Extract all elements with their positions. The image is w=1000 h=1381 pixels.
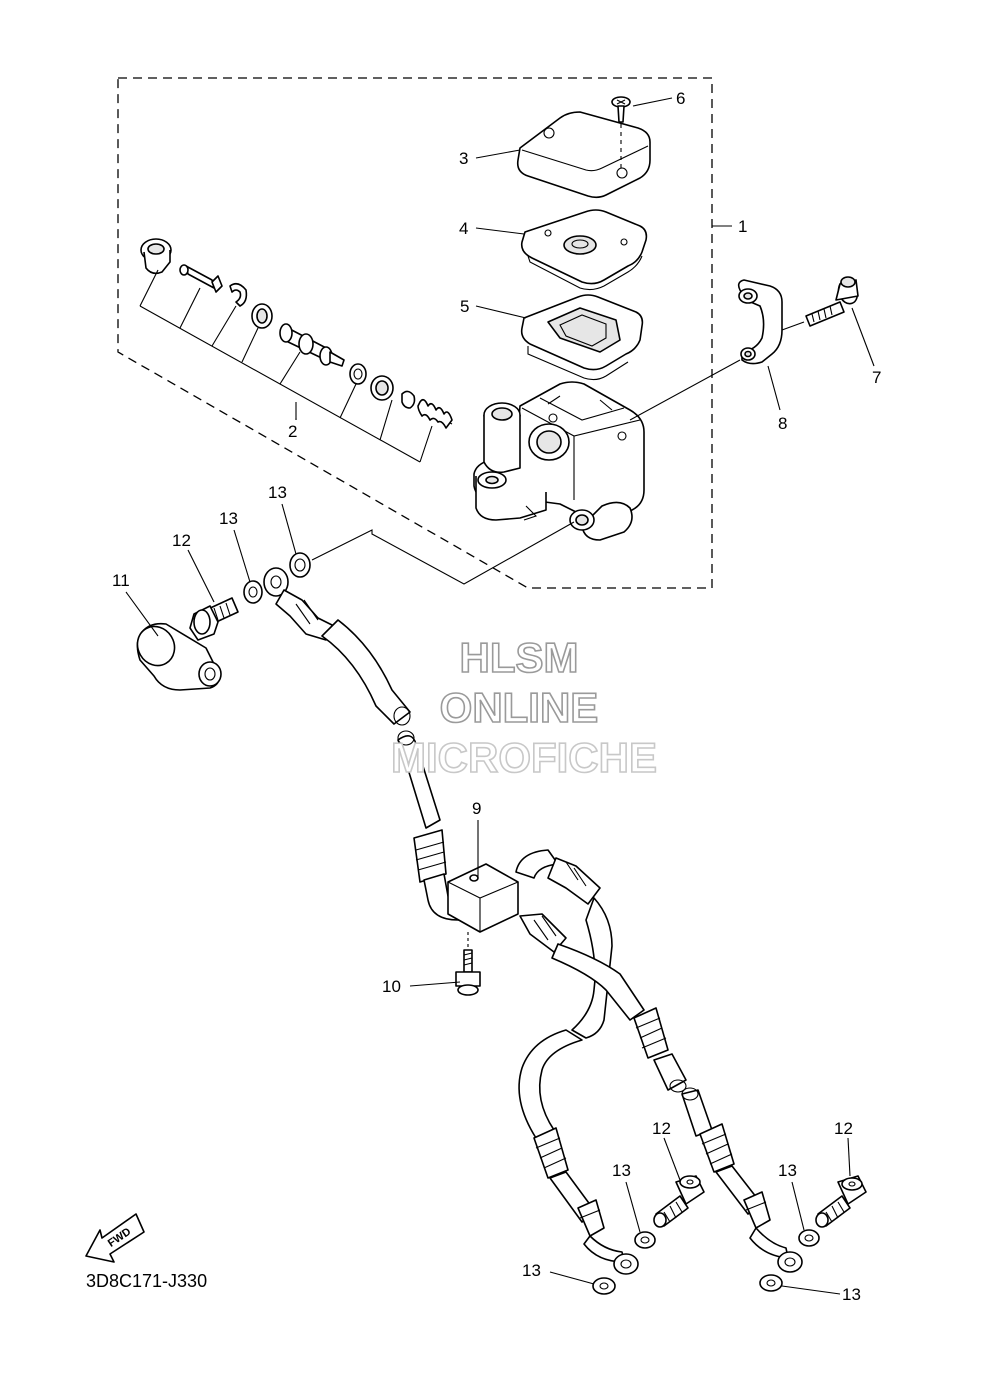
- holder-axis: [629, 321, 805, 421]
- push-rod[interactable]: [179, 264, 223, 293]
- brake-hose-joint[interactable]: [447, 863, 519, 933]
- copper-washer-lower-a[interactable]: [634, 1231, 656, 1249]
- callout-13-lower-c: 13: [778, 1161, 797, 1180]
- return-spring[interactable]: [417, 398, 453, 429]
- callout-7: 7: [872, 368, 881, 387]
- watermark-line-3: MICROFICHE: [391, 734, 657, 781]
- union-bolt-upper[interactable]: [189, 597, 239, 641]
- callout-5: 5: [460, 297, 469, 316]
- hose-upper-fitting[interactable]: [263, 567, 335, 641]
- watermark-line-2: ONLINE: [440, 684, 599, 731]
- cup-washer[interactable]: [349, 363, 367, 385]
- assembly-boundary: [117, 77, 713, 589]
- reservoir-cap[interactable]: [516, 111, 651, 199]
- callout-13-lower-d: 13: [842, 1285, 861, 1304]
- callout-12-lower-right: 12: [834, 1119, 853, 1138]
- union-bolt-lower-right[interactable]: [815, 1175, 867, 1228]
- handlebar-holder[interactable]: [737, 279, 783, 365]
- callout-3: 3: [459, 149, 468, 168]
- primary-cup[interactable]: [370, 375, 394, 401]
- callout-leaders: [125, 97, 875, 1295]
- callout-12-upper: 12: [172, 531, 191, 550]
- callout-6: 6: [676, 89, 685, 108]
- callout-13-upper-a: 13: [219, 509, 238, 528]
- hose-route-line: [311, 521, 575, 585]
- dust-boot[interactable]: [140, 238, 172, 275]
- copper-washer-lower-b[interactable]: [592, 1277, 616, 1295]
- brake-hose-right[interactable]: [515, 849, 687, 1093]
- copper-washer-upper-a[interactable]: [243, 580, 263, 604]
- fwd-arrow-icon: FWD: [85, 1213, 145, 1263]
- callout-2: 2: [288, 422, 297, 441]
- brake-hose-lower-right[interactable]: [681, 1087, 803, 1273]
- callout-11: 11: [112, 571, 130, 590]
- diaphragm[interactable]: [520, 294, 644, 381]
- kit-leaders: [139, 269, 433, 463]
- diaphragm-plate[interactable]: [520, 209, 648, 291]
- piston-seal[interactable]: [251, 303, 273, 329]
- callout-4: 4: [459, 219, 468, 238]
- callout-1: 1: [738, 217, 747, 236]
- joint-bolt[interactable]: [455, 949, 481, 996]
- holder-bolt[interactable]: [805, 276, 861, 327]
- protector-cap[interactable]: [130, 620, 222, 691]
- circlip[interactable]: [229, 282, 248, 307]
- spring-retainer[interactable]: [401, 390, 416, 409]
- callout-13-lower-a: 13: [612, 1161, 631, 1180]
- watermark-line-1: HLSM: [460, 634, 579, 681]
- diagram-code: 3D8C171-J330: [86, 1271, 207, 1291]
- piston[interactable]: [279, 323, 345, 367]
- master-cylinder-body[interactable]: [473, 381, 645, 541]
- callout-10: 10: [382, 977, 401, 996]
- callout-12-lower-left: 12: [652, 1119, 671, 1138]
- brake-hose-upper[interactable]: [321, 619, 411, 726]
- copper-washer-lower-c[interactable]: [798, 1229, 820, 1247]
- callout-13-lower-b: 13: [522, 1261, 541, 1280]
- callout-8: 8: [778, 414, 787, 433]
- union-bolt-lower-left[interactable]: [653, 1175, 705, 1228]
- copper-washer-lower-d[interactable]: [759, 1274, 783, 1292]
- callout-13-upper-b: 13: [268, 483, 287, 502]
- brake-hose-lower-left[interactable]: [518, 1029, 639, 1275]
- copper-washer-upper-b[interactable]: [289, 552, 311, 578]
- cap-screw[interactable]: [611, 96, 631, 123]
- callout-9: 9: [472, 799, 481, 818]
